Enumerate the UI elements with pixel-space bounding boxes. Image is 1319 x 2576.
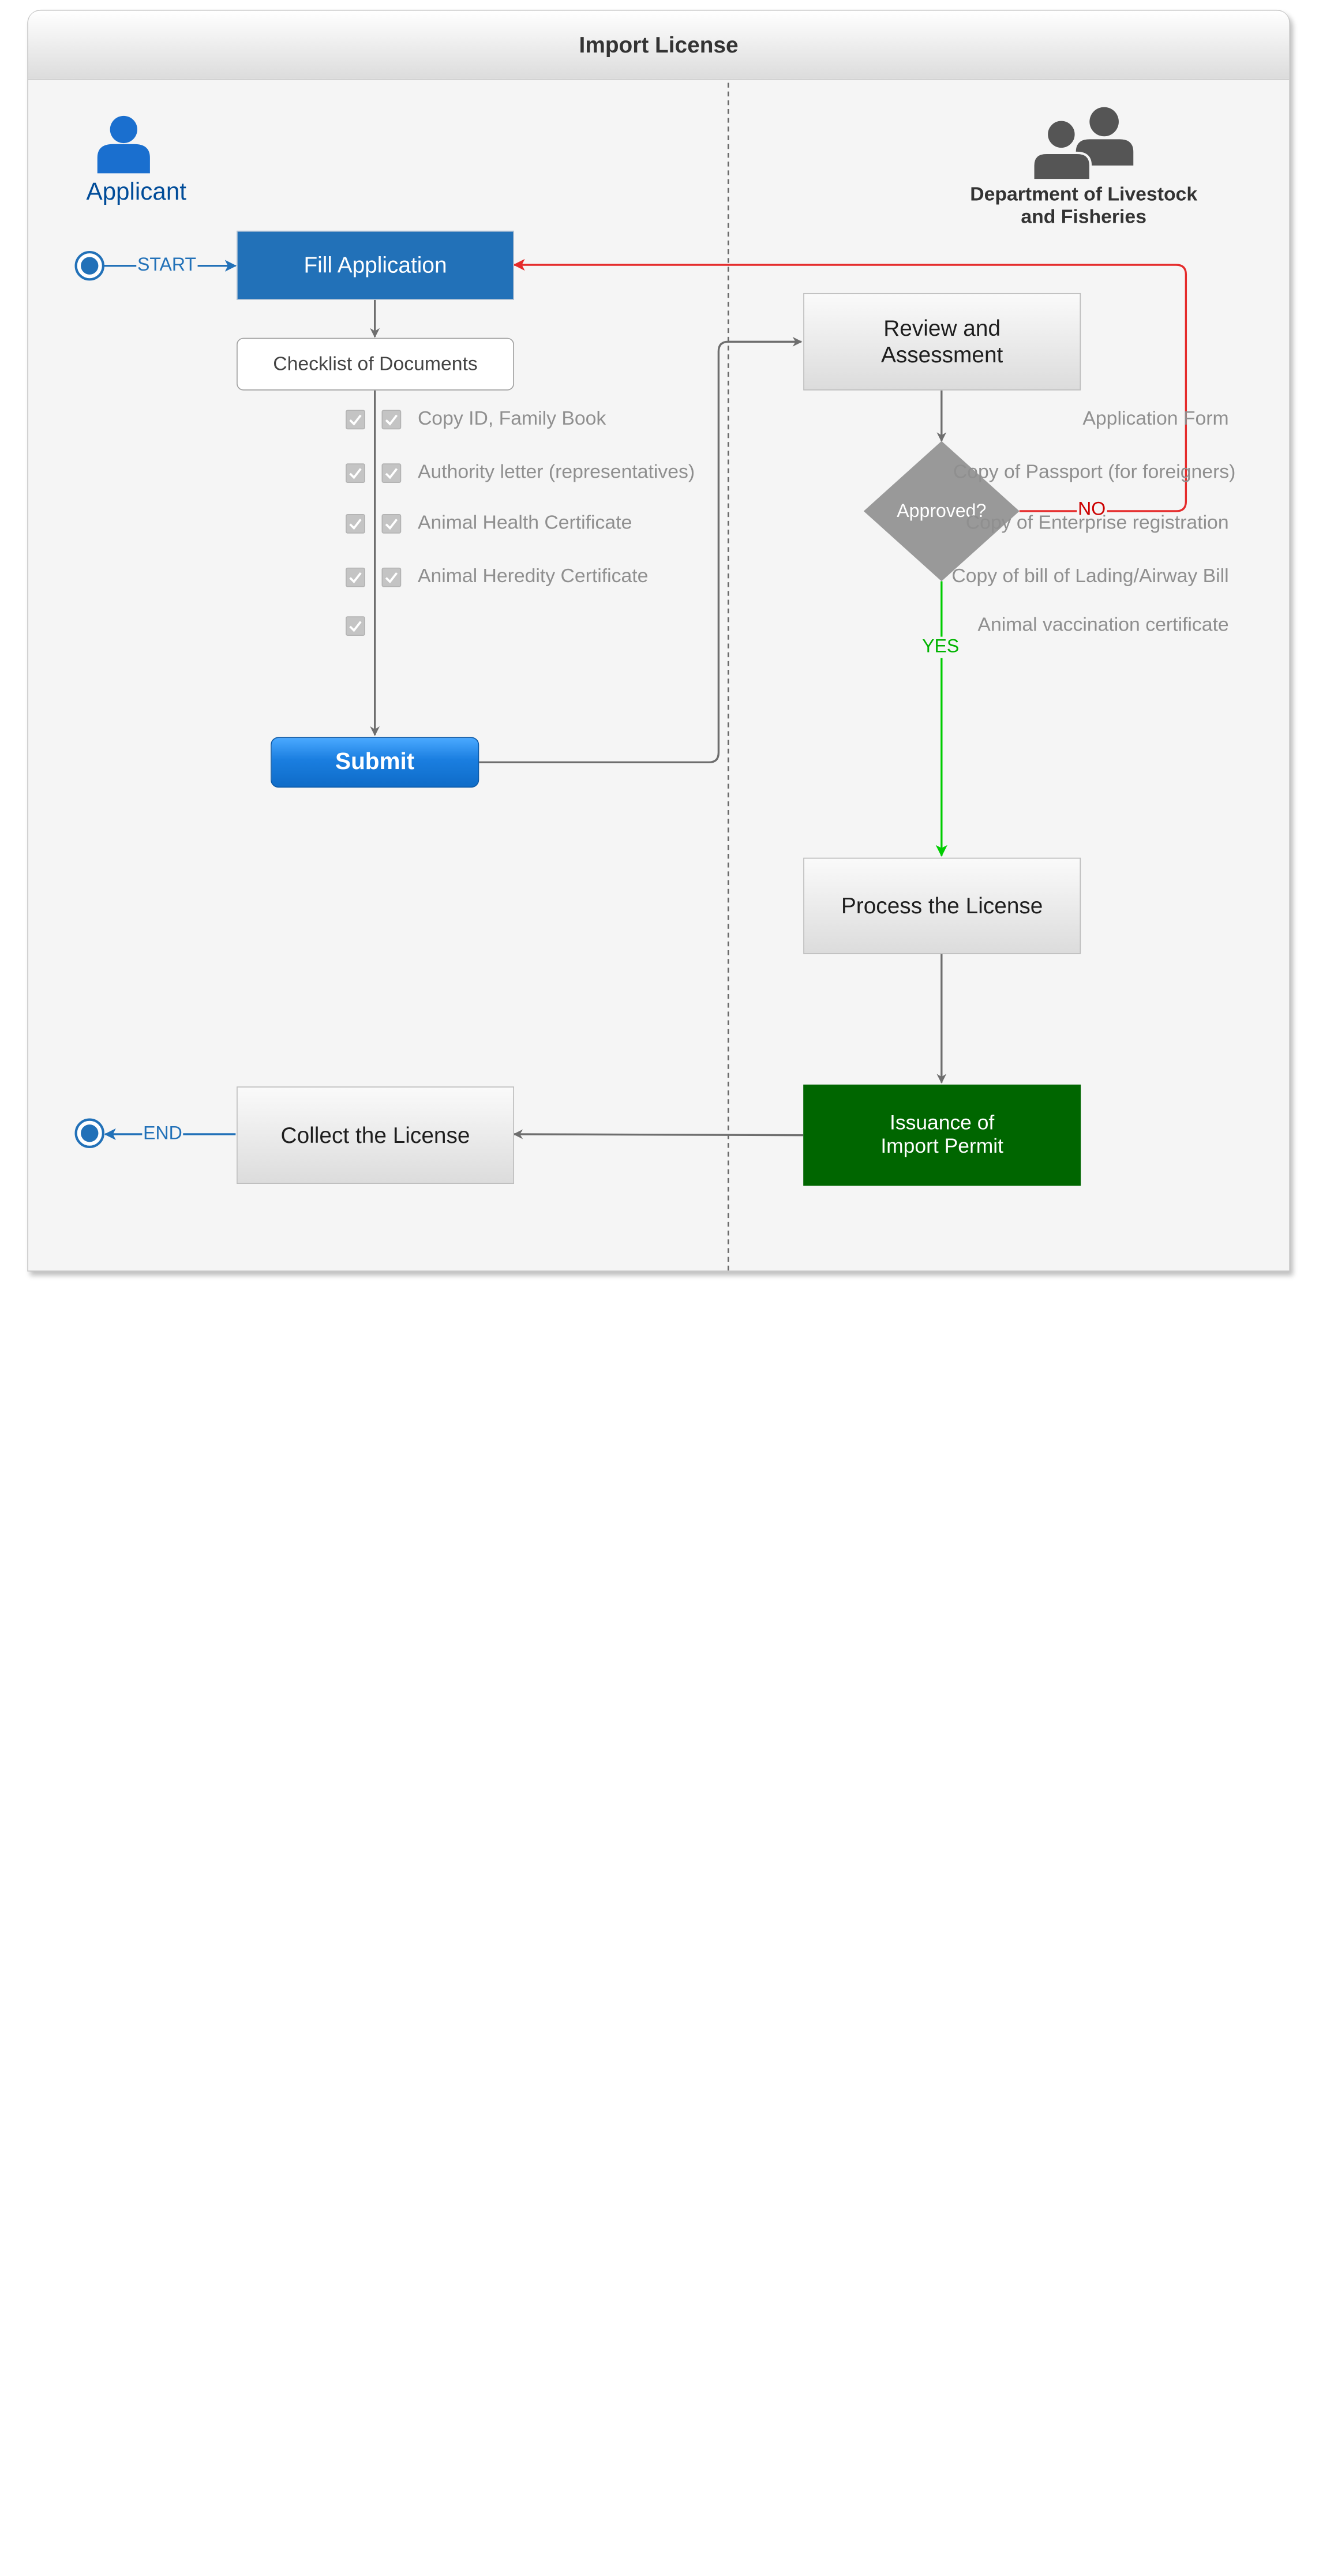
group-icon	[1032, 107, 1134, 182]
start-event	[74, 250, 104, 281]
doc-left-5: Animal vaccination certificate	[977, 614, 1229, 636]
checkmark-icon	[385, 519, 398, 530]
end-event	[74, 1118, 104, 1148]
review-label: Review and Assessment	[880, 315, 1003, 368]
checkbox-right-2[interactable]	[381, 463, 402, 483]
pool-header	[28, 10, 1290, 80]
doc-right-4: Animal Heredity Certificate	[417, 565, 649, 587]
pool-title: Import License	[579, 32, 739, 58]
doc-right-1: Copy ID, Family Book	[417, 408, 606, 430]
edge-issuance-to-collect	[513, 1129, 804, 1139]
checkbox-left-2[interactable]	[346, 463, 365, 483]
checkmark-icon	[385, 468, 398, 479]
doc-left-2: Copy of Passport (for foreigners)	[953, 461, 1236, 483]
person-icon	[97, 115, 150, 174]
checkbox-left-4[interactable]	[346, 567, 365, 587]
doc-right-3: Animal Health Certificate	[417, 512, 632, 534]
review-box[interactable]: Review and Assessment	[803, 293, 1081, 391]
swimlane-pool	[27, 9, 1290, 1272]
checklist-label: Checklist of Documents	[273, 353, 478, 374]
approved-label: Approved?	[897, 501, 987, 522]
fill-application-label: Fill Application	[303, 252, 447, 278]
submit-button[interactable]: Submit	[271, 737, 479, 788]
process-box[interactable]: Process the License	[803, 857, 1081, 954]
process-label: Process the License	[841, 893, 1043, 918]
doc-left-4: Copy of bill of Lading/Airway Bill	[951, 565, 1229, 587]
end-label: END	[142, 1123, 183, 1145]
checklist-box[interactable]: Checklist of Documents	[237, 338, 514, 391]
approved-diamond	[863, 441, 1020, 582]
doc-left-1: Application Form	[1082, 408, 1229, 430]
lane-label-department: Department of Livestock and Fisheries	[970, 183, 1198, 228]
checkmark-icon	[349, 621, 362, 632]
edge-submit-to-review	[479, 336, 803, 763]
checkmark-icon	[385, 414, 398, 426]
checkbox-left-5[interactable]	[346, 616, 365, 636]
checkbox-left-3[interactable]	[346, 514, 365, 534]
fill-application-box[interactable]: Fill Application	[237, 230, 514, 300]
checkbox-left-1[interactable]	[346, 410, 365, 430]
doc-left-3: Copy of Enterprise registration	[965, 512, 1229, 534]
checkmark-icon	[349, 519, 362, 530]
start-label: START	[136, 255, 197, 277]
submit-label: Submit	[335, 748, 415, 775]
issuance-label: Issuance of Import Permit	[880, 1112, 1003, 1158]
checkmark-icon	[349, 414, 362, 426]
collect-label: Collect the License	[280, 1122, 470, 1148]
checkbox-right-4[interactable]	[381, 567, 402, 587]
checkmark-icon	[349, 468, 362, 479]
checkmark-icon	[385, 572, 398, 584]
no-label: NO	[1077, 499, 1107, 521]
edge-no	[513, 258, 1187, 512]
issuance-box[interactable]: Issuance of Import Permit	[803, 1084, 1081, 1186]
checkbox-right-1[interactable]	[381, 410, 402, 430]
doc-right-2: Authority letter (representatives)	[417, 461, 695, 483]
lane-label-applicant: Applicant	[86, 178, 187, 206]
checkmark-icon	[349, 572, 362, 584]
collect-box[interactable]: Collect the License	[237, 1086, 514, 1184]
checkbox-right-3[interactable]	[381, 514, 402, 534]
connector-layer	[74, 83, 1187, 1272]
yes-label: YES	[921, 636, 960, 658]
